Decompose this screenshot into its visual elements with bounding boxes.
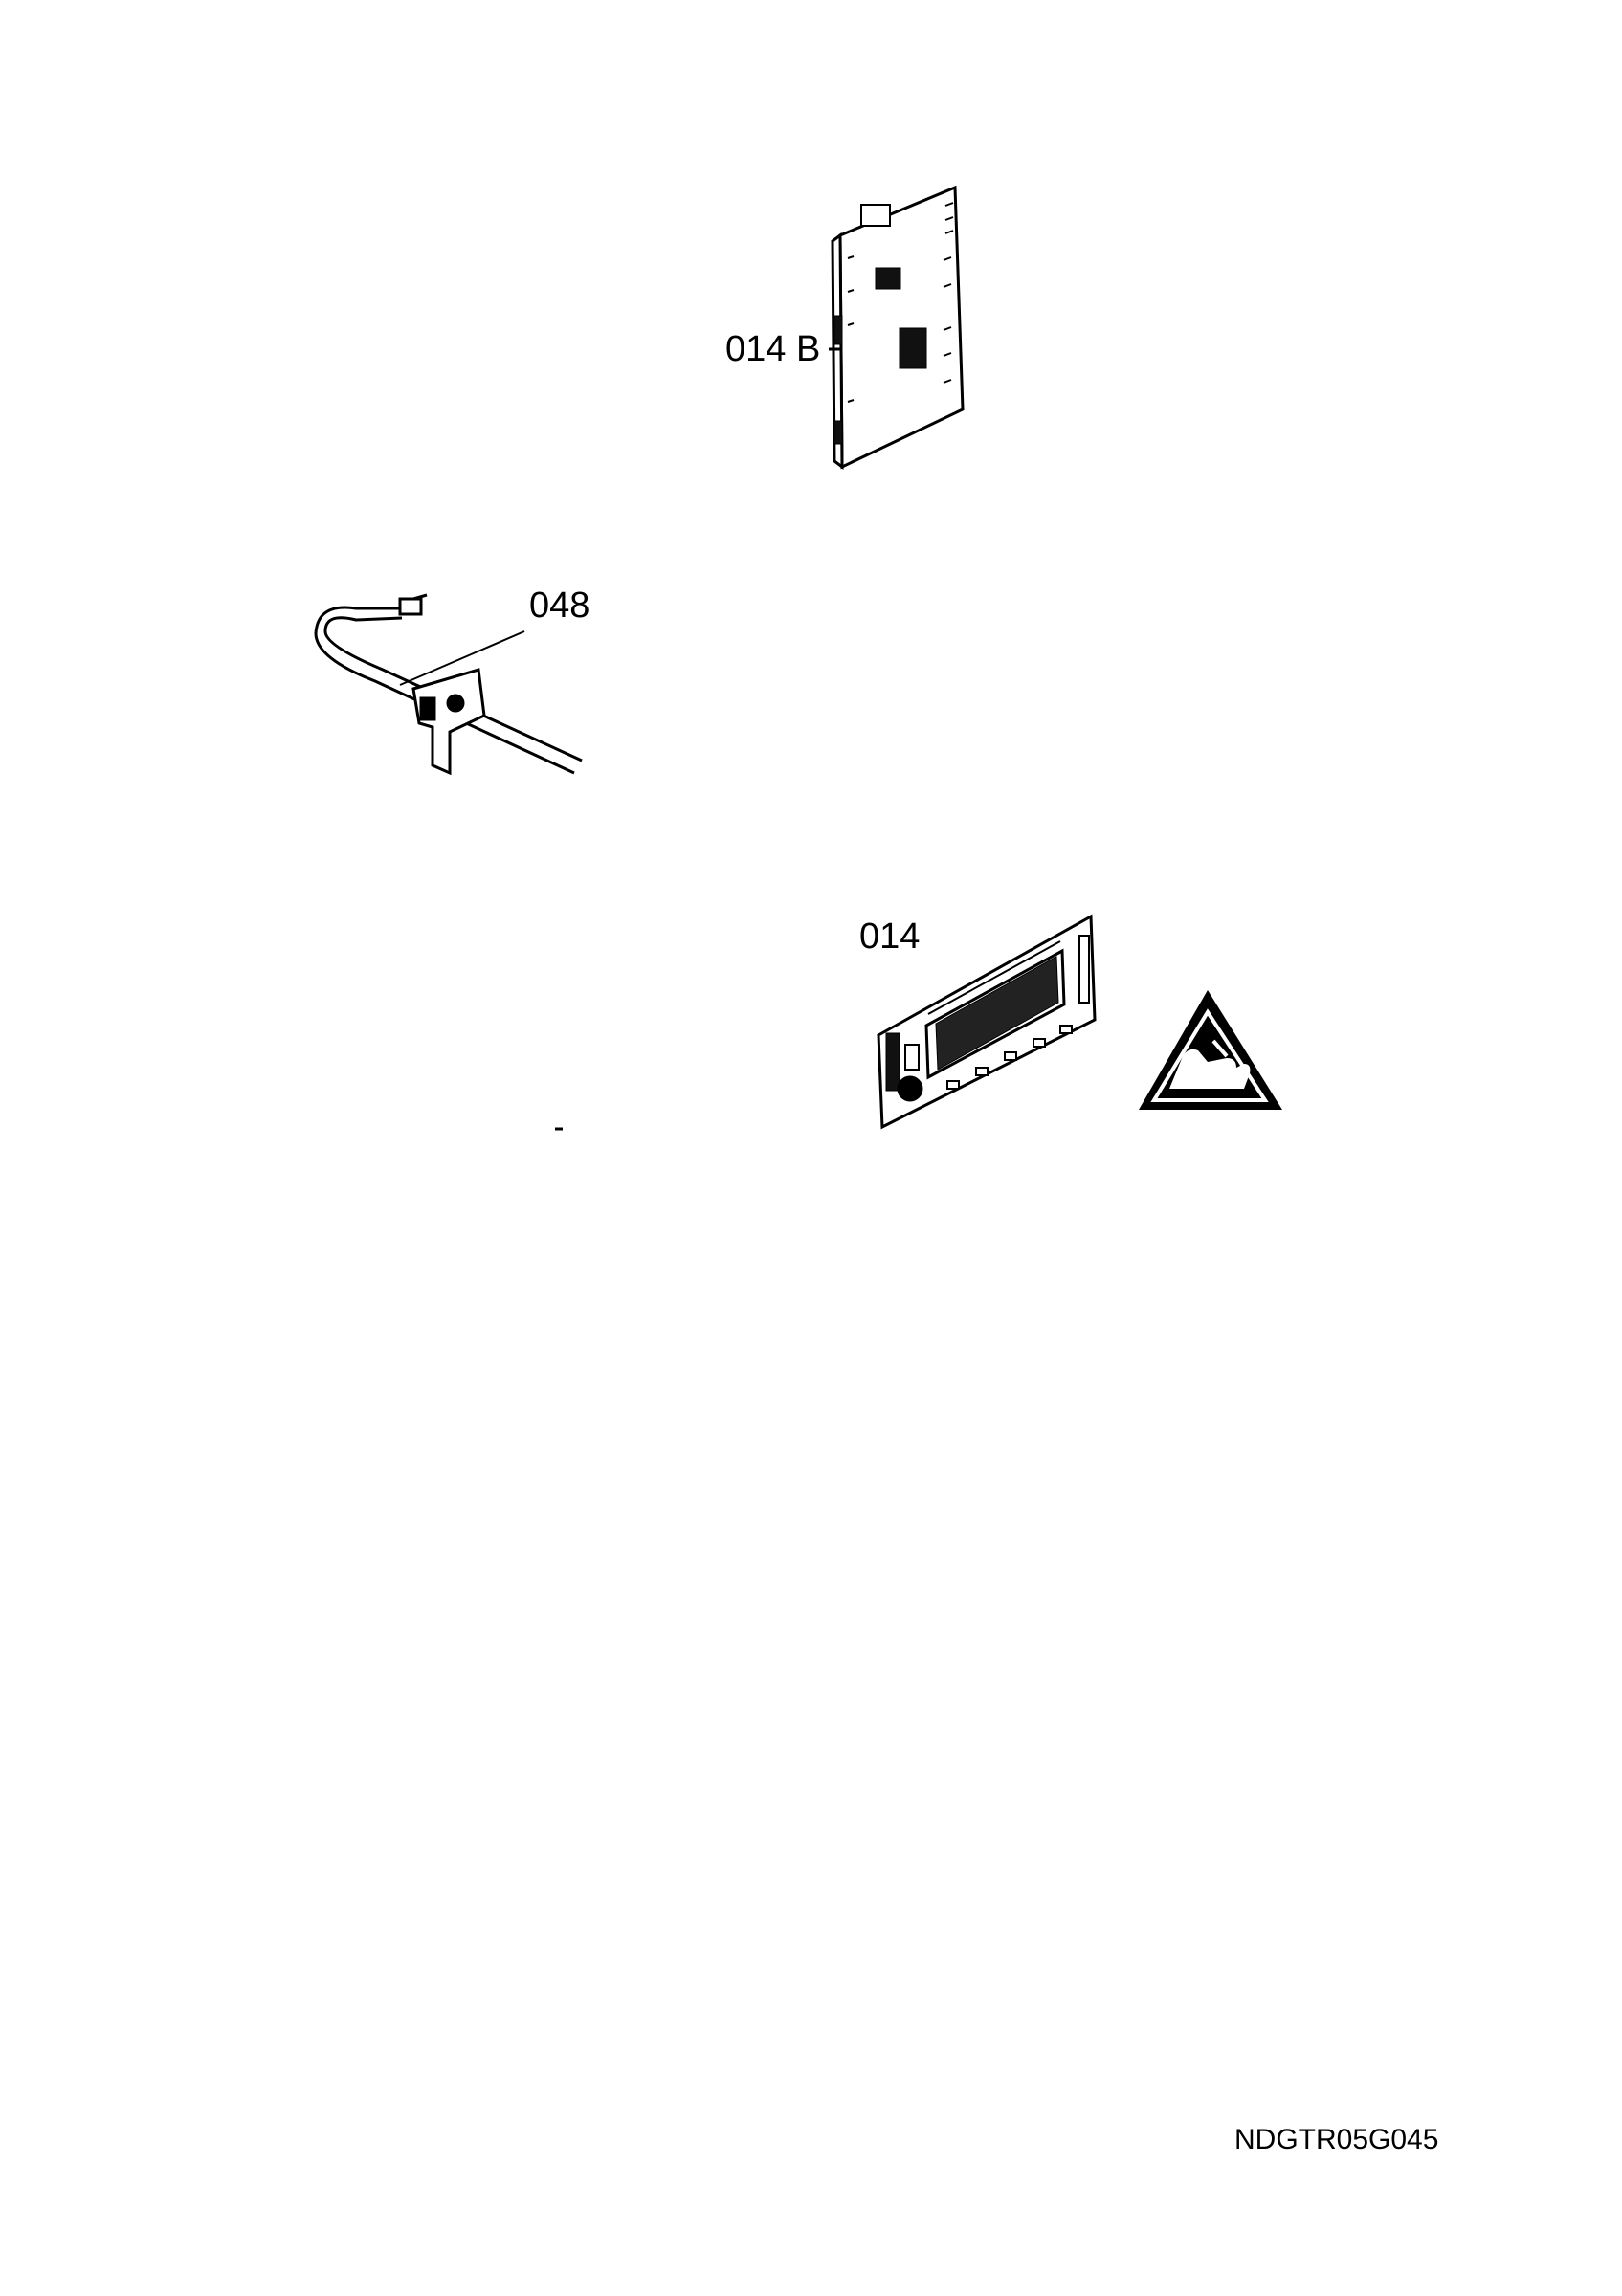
esd-warning-icon <box>1139 990 1282 1110</box>
part-014b-board <box>829 185 965 471</box>
part-014-display-board <box>877 914 1097 1130</box>
part-048-sensor-cable <box>314 593 583 776</box>
part-label-014b: 014 B <box>725 329 821 369</box>
part-label-014: 014 <box>859 916 921 957</box>
part-label-048: 048 <box>529 585 590 626</box>
document-code: NDGTR05G045 <box>1234 2124 1439 2155</box>
